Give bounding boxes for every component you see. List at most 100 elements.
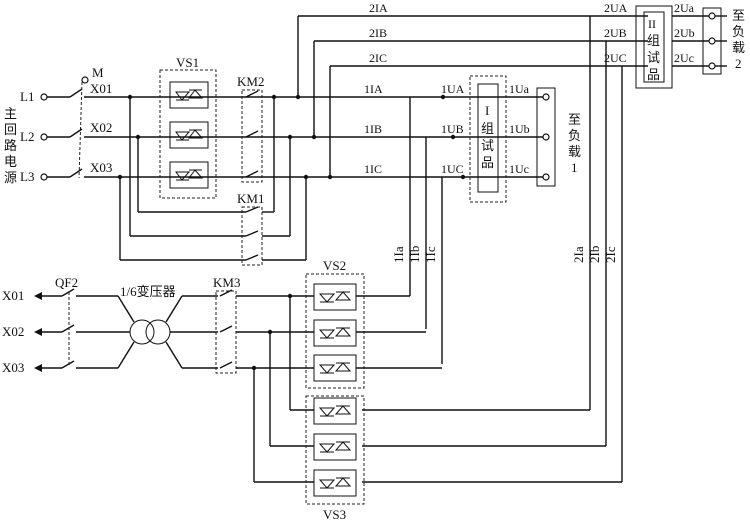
phase-l1-label: L1 bbox=[20, 89, 34, 104]
lower-bus-x03-label: X03 bbox=[2, 360, 24, 375]
lower-bus-x01-label: X01 bbox=[2, 288, 24, 303]
vs1-box bbox=[159, 69, 217, 199]
voltage-2ua-out-label: 2Ua bbox=[674, 1, 695, 15]
sample-1-box bbox=[477, 83, 499, 193]
feeder-2ia-label: 2Ia bbox=[571, 246, 586, 263]
sample-2-char-4: 品 bbox=[647, 67, 660, 82]
current-1ia-label: 1IA bbox=[364, 82, 383, 96]
main-bus-l3: X03 bbox=[40, 160, 548, 181]
km1-label: KM1 bbox=[237, 191, 264, 206]
vs1-thyristor-c bbox=[169, 161, 209, 189]
feeder-2ib-label: 2Ib bbox=[587, 246, 602, 263]
junction-dots bbox=[117, 94, 466, 180]
source-title-char-1: 主 bbox=[4, 106, 17, 121]
main-switch-m: M bbox=[78, 65, 104, 179]
load-1-node-b bbox=[542, 133, 550, 141]
voltage-2ua-label: 2UA bbox=[604, 1, 628, 15]
voltage-1ua-label: 1UA bbox=[441, 82, 465, 96]
km3-label: KM3 bbox=[213, 275, 240, 290]
vs2-thyristor-b bbox=[313, 319, 357, 347]
vs1-group: VS1 bbox=[159, 55, 217, 199]
voltage-1uc-label: 1UC bbox=[441, 162, 464, 176]
vs1-thyristor-a bbox=[169, 81, 209, 109]
vs3-label: VS3 bbox=[323, 507, 346, 522]
vs1-thyristor-b bbox=[169, 121, 209, 149]
vs3-feed-lines bbox=[251, 293, 314, 483]
terminal-l3 bbox=[40, 173, 48, 181]
km2-label: KM2 bbox=[237, 74, 264, 89]
group1-vertical-feeders bbox=[409, 97, 443, 364]
main-bus-l2: X02 bbox=[40, 120, 548, 141]
vs2-box bbox=[305, 273, 365, 389]
load-1-node-c bbox=[542, 173, 550, 181]
source-title-char-2: 回 bbox=[4, 122, 17, 137]
sample-group-2: II 组 试 品 bbox=[635, 5, 673, 89]
load-2-terminal: 至 负 载 2 bbox=[702, 7, 745, 75]
source-title-char-3: 路 bbox=[4, 138, 17, 153]
switch-m-label: M bbox=[92, 65, 104, 80]
vs2-group: VS2 bbox=[305, 258, 442, 389]
sample-group-1: I 组 试 品 bbox=[469, 75, 507, 203]
vs2-label: VS2 bbox=[323, 258, 346, 273]
current-2ic-label: 2IC bbox=[369, 51, 387, 65]
voltage-1ub-label: 1UB bbox=[441, 122, 464, 136]
qf2-breaker: QF2 bbox=[55, 275, 78, 366]
sample-2-char-1: II bbox=[648, 17, 656, 31]
qf2-label: QF2 bbox=[55, 275, 78, 290]
main-bus-l1: X01 bbox=[40, 81, 548, 101]
feeder-1ic-label: 1Ic bbox=[423, 246, 438, 263]
group2-feeders: 2IA 2IB 2IC bbox=[297, 1, 648, 177]
bus-x01-label: X01 bbox=[90, 81, 112, 96]
sample-2-outer-box bbox=[635, 5, 673, 89]
phase-l3-label: L3 bbox=[20, 169, 34, 184]
lower-bus-x03: X03 bbox=[2, 341, 135, 375]
load-2-node-c bbox=[708, 62, 716, 70]
sample-1-char-3: 试 bbox=[481, 138, 494, 153]
sample-1-char-4: 品 bbox=[481, 155, 494, 170]
load-1-box bbox=[536, 87, 556, 187]
current-2ib-label: 2IB bbox=[369, 26, 387, 40]
load-2-char-3: 载 bbox=[732, 40, 745, 55]
vs3-thyristor-c bbox=[313, 469, 357, 497]
load-1-char-4: 1 bbox=[571, 160, 578, 175]
load-2-char-4: 2 bbox=[735, 56, 742, 71]
voltage-2ub-out-label: 2Ub bbox=[674, 26, 695, 40]
vs3-thyristor-b bbox=[313, 433, 357, 461]
current-1ic-label: 1IC bbox=[364, 162, 382, 176]
lower-bus-x02-label: X02 bbox=[2, 324, 24, 339]
sample-2-char-2: 组 bbox=[647, 33, 660, 48]
km2-contactor: KM2 bbox=[237, 74, 264, 183]
phase-l2-label: L2 bbox=[20, 129, 34, 144]
sample-1-dashed-box bbox=[469, 75, 507, 203]
transformer-label: 1/6变压器 bbox=[120, 284, 176, 299]
load-2-char-1: 至 bbox=[732, 8, 745, 23]
load-2-node-b bbox=[708, 37, 716, 45]
sample-2-box bbox=[643, 11, 665, 83]
vs2-thyristor-c bbox=[313, 354, 357, 382]
switch-m-handle bbox=[81, 76, 89, 84]
current-2ia-label: 2IA bbox=[369, 1, 388, 15]
voltage-2ub-label: 2UB bbox=[604, 26, 627, 40]
km3-box bbox=[215, 290, 237, 374]
main-source-label: 主 回 路 电 源 bbox=[4, 106, 17, 185]
voltage-1ua-out-label: 1Ua bbox=[509, 82, 530, 96]
km2-box bbox=[241, 89, 263, 183]
load-1-node-a bbox=[542, 93, 550, 101]
load-1-char-3: 载 bbox=[568, 144, 581, 159]
vs1-label: VS1 bbox=[176, 55, 199, 70]
current-1ib-label: 1IB bbox=[364, 122, 382, 136]
load-1-char-2: 负 bbox=[568, 128, 581, 143]
bus-x03-label: X03 bbox=[90, 160, 112, 175]
vs2-thyristor-a bbox=[313, 283, 357, 311]
feeder-1ia-label: 1Ia bbox=[391, 246, 406, 263]
load-1-terminal: 至 负 载 1 bbox=[536, 87, 581, 187]
voltage-2uc-label: 2UC bbox=[604, 51, 627, 65]
km3-contactor: KM3 bbox=[213, 275, 314, 374]
load-2-node-a bbox=[708, 12, 716, 20]
sample-2-char-3: 试 bbox=[647, 50, 660, 65]
sample-1-char-2: 组 bbox=[481, 121, 494, 136]
bus-x02-label: X02 bbox=[90, 120, 112, 135]
voltage-1uc-out-label: 1Uc bbox=[509, 162, 529, 176]
load-1-char-1: 至 bbox=[568, 112, 581, 127]
